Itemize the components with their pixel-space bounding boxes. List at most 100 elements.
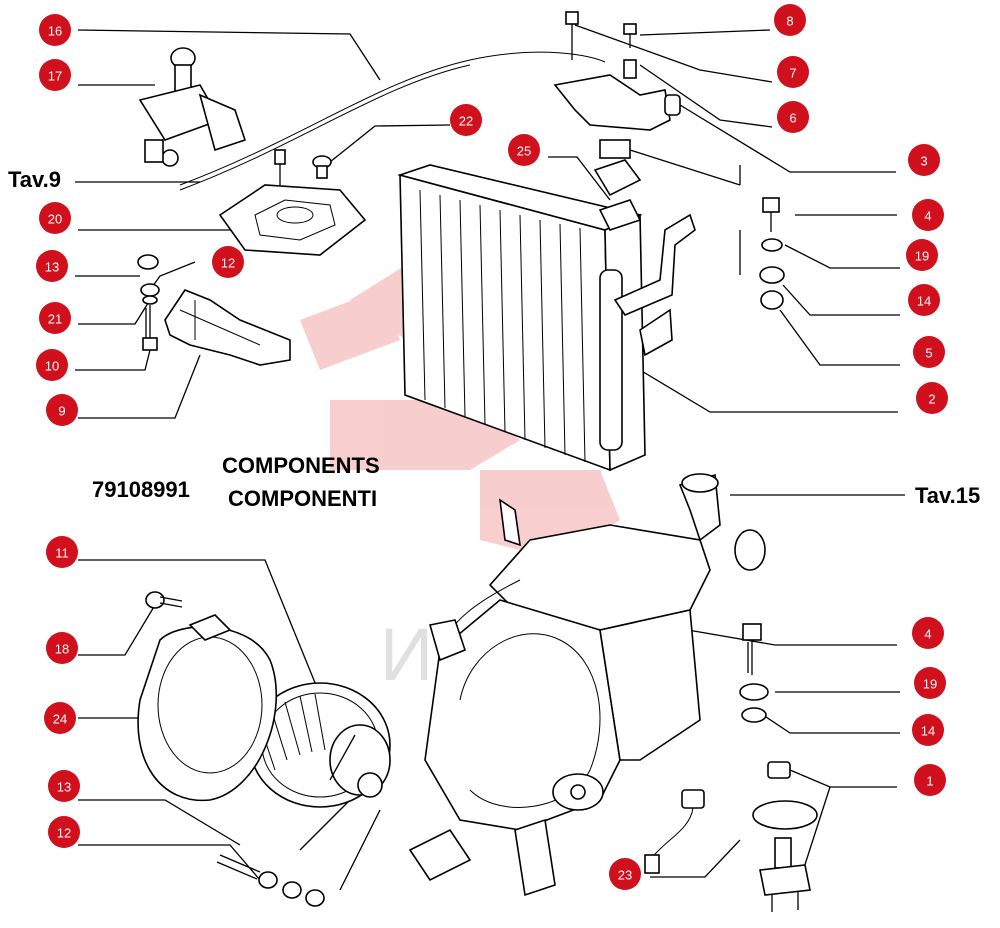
callout-circle bbox=[46, 394, 78, 426]
top-screws bbox=[565, 11, 637, 79]
control-cable bbox=[179, 51, 606, 186]
callout-circle bbox=[508, 134, 540, 166]
callout-circle bbox=[39, 14, 71, 46]
heater-radiator bbox=[397, 164, 696, 472]
callout-number: 5 bbox=[925, 346, 932, 361]
heater-housing bbox=[408, 473, 766, 897]
callout-23: 23 bbox=[609, 858, 641, 890]
callout-number: 14 bbox=[917, 294, 931, 309]
callout-circle bbox=[48, 816, 80, 848]
fan-screw bbox=[145, 591, 183, 609]
callout-4: 4 bbox=[912, 199, 944, 231]
callout-13: 13 bbox=[36, 250, 68, 282]
callout-19: 19 bbox=[914, 667, 946, 699]
callout-number: 8 bbox=[786, 14, 793, 29]
callout-circle bbox=[777, 56, 809, 88]
callout-circle bbox=[777, 101, 809, 133]
callout-number: 13 bbox=[45, 260, 59, 275]
callout-circle bbox=[609, 858, 641, 890]
callout-5: 5 bbox=[913, 336, 945, 368]
callout-number: 21 bbox=[48, 312, 62, 327]
callout-number: 19 bbox=[923, 677, 937, 692]
callout-number: 9 bbox=[58, 404, 65, 419]
callout-number: 24 bbox=[53, 712, 67, 727]
callout-number: 12 bbox=[57, 826, 71, 841]
callout-circle bbox=[908, 284, 940, 316]
callout-circle bbox=[44, 702, 76, 734]
callout-circle bbox=[914, 667, 946, 699]
callout-14: 14 bbox=[908, 284, 940, 316]
part-number: 79108991 bbox=[92, 477, 190, 502]
callout-circle bbox=[450, 104, 482, 136]
callout-number: 12 bbox=[221, 256, 235, 271]
callout-circle bbox=[48, 770, 80, 802]
callout-circle bbox=[36, 250, 68, 282]
callout-number: 16 bbox=[48, 24, 62, 39]
callout-21: 21 bbox=[39, 302, 71, 334]
callout-7: 7 bbox=[777, 56, 809, 88]
callout-circle bbox=[39, 302, 71, 334]
callout-14: 14 bbox=[912, 714, 944, 746]
title-en: COMPONENTS bbox=[222, 453, 380, 478]
callout-circle bbox=[46, 536, 78, 568]
callout-18: 18 bbox=[46, 632, 78, 664]
callout-22: 22 bbox=[450, 104, 482, 136]
callout-circle bbox=[36, 349, 68, 381]
callout-circle bbox=[46, 632, 78, 664]
fasteners-bottom-left bbox=[216, 854, 325, 907]
callout-circle bbox=[912, 714, 944, 746]
fasteners-upper-right bbox=[759, 197, 785, 310]
callout-circle bbox=[39, 59, 71, 91]
callout-number: 18 bbox=[55, 642, 69, 657]
callout-circle bbox=[914, 764, 946, 796]
nut-bolt-set-left bbox=[137, 254, 160, 351]
fasteners-lower-right bbox=[739, 623, 769, 723]
callout-number: 4 bbox=[924, 209, 931, 224]
callout-16: 16 bbox=[39, 14, 71, 46]
title-it: COMPONENTI bbox=[228, 486, 377, 511]
callout-number: 17 bbox=[48, 69, 62, 84]
callout-number: 20 bbox=[48, 212, 62, 227]
callout-1: 1 bbox=[914, 764, 946, 796]
fan-switch bbox=[752, 761, 818, 912]
callout-number: 2 bbox=[928, 392, 935, 407]
callout-2: 2 bbox=[916, 382, 948, 414]
callout-number: 13 bbox=[57, 780, 71, 795]
callout-number: 19 bbox=[915, 249, 929, 264]
callout-circle bbox=[39, 202, 71, 234]
tav15-label: Tav.15 bbox=[915, 483, 980, 508]
callout-circle bbox=[906, 239, 938, 271]
tav9-label: Tav.9 bbox=[8, 167, 61, 192]
mounting-bracket bbox=[164, 289, 291, 366]
callout-circle bbox=[774, 4, 806, 36]
callout-12: 12 bbox=[48, 816, 80, 848]
callout-17: 17 bbox=[39, 59, 71, 91]
callout-number: 7 bbox=[789, 66, 796, 81]
callout-11: 11 bbox=[46, 536, 78, 568]
callout-9: 9 bbox=[46, 394, 78, 426]
fan-gasket-ring bbox=[137, 614, 278, 802]
callout-number: 6 bbox=[789, 111, 796, 126]
callout-number: 25 bbox=[517, 144, 531, 159]
callout-circle bbox=[908, 144, 940, 176]
callout-4: 4 bbox=[912, 617, 944, 649]
callout-8: 8 bbox=[774, 4, 806, 36]
callout-25: 25 bbox=[508, 134, 540, 166]
callout-number: 4 bbox=[924, 627, 931, 642]
callout-20: 20 bbox=[39, 202, 71, 234]
callout-6: 6 bbox=[777, 101, 809, 133]
blower-fan bbox=[249, 682, 391, 808]
callout-circle bbox=[912, 199, 944, 231]
callout-circle bbox=[912, 617, 944, 649]
control-lever-assembly bbox=[138, 47, 247, 167]
callout-number: 1 bbox=[926, 774, 933, 789]
callout-12: 12 bbox=[212, 246, 244, 278]
screws bbox=[274, 149, 332, 185]
callout-number: 3 bbox=[920, 154, 927, 169]
leader-lines bbox=[75, 24, 905, 891]
callout-circle bbox=[212, 246, 244, 278]
temperature-sensor bbox=[644, 789, 705, 874]
callout-13: 13 bbox=[48, 770, 80, 802]
